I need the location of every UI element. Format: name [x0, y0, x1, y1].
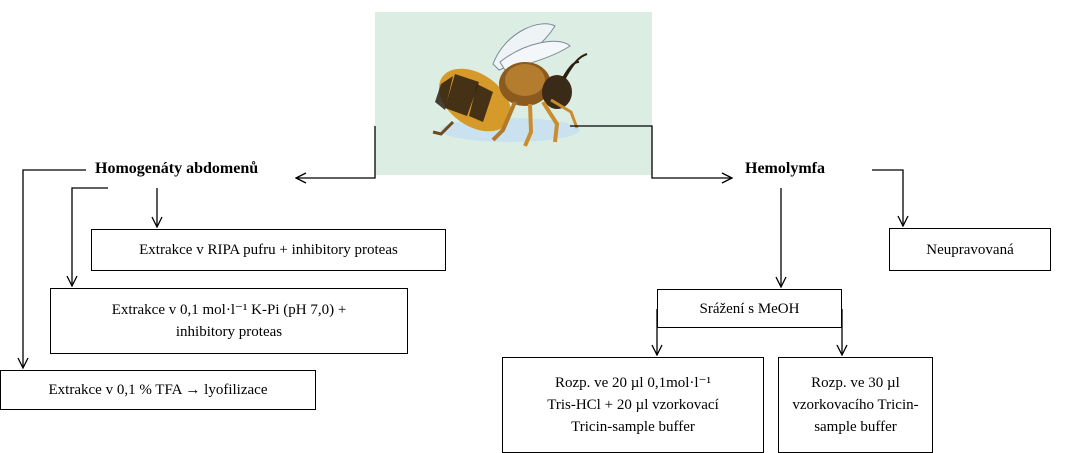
- tricin-line-1: Rozp. ve 30 µl: [811, 372, 900, 394]
- abdomen-homogenates-heading: Homogenáty abdomenů: [95, 160, 258, 178]
- kpi-line-2: inhibitory proteas: [176, 321, 282, 343]
- ripa-line-1: Extrakce v RIPA pufru + inhibitory prote…: [139, 239, 398, 261]
- tris-line-1: Rozp. ve 20 µl 0,1mol·l⁻¹: [555, 372, 711, 394]
- tfa-extraction-box: Extrakce v 0,1 % TFA → lyofilizace: [0, 370, 316, 410]
- arrow-to-untreated: [872, 170, 903, 226]
- untreated-line-1: Neupravovaná: [926, 239, 1013, 261]
- meoh-line-1: Srážení s MeOH: [700, 298, 800, 320]
- tris-line-3: Tricin-sample buffer: [571, 416, 695, 438]
- tricin-dissolution-box: Rozp. ve 30 µl vzorkovacího Tricin- samp…: [778, 357, 933, 453]
- ripa-extraction-box: Extrakce v RIPA pufru + inhibitory prote…: [91, 229, 446, 271]
- kpi-extraction-box: Extrakce v 0,1 mol·l⁻¹ K-Pi (pH 7,0) + i…: [50, 288, 408, 354]
- tris-dissolution-box: Rozp. ve 20 µl 0,1mol·l⁻¹ Tris-HCl + 20 …: [502, 357, 764, 453]
- tris-line-2: Tris-HCl + 20 µl vzorkovací: [547, 394, 719, 416]
- kpi-line-1: Extrakce v 0,1 mol·l⁻¹ K-Pi (pH 7,0) +: [112, 299, 347, 321]
- tfa-line-1: Extrakce v 0,1 % TFA → lyofilizace: [49, 379, 268, 401]
- tricin-line-3: sample buffer: [814, 416, 897, 438]
- tricin-line-2: vzorkovacího Tricin-: [792, 394, 918, 416]
- arrow-to-hemolymph: [570, 126, 732, 178]
- arrow-to-abdomen: [296, 126, 375, 178]
- hemolymph-heading: Hemolymfa: [745, 160, 825, 178]
- meoh-precipitation-box: Srážení s MeOH: [657, 289, 842, 328]
- untreated-box: Neupravovaná: [889, 228, 1051, 271]
